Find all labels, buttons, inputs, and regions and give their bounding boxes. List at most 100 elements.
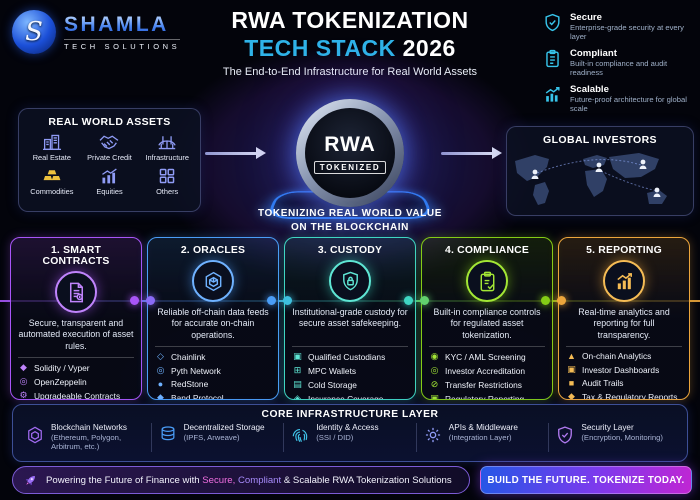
list-item: ◈Insurance Coverage: [292, 393, 408, 400]
gold-bars-icon: [42, 167, 62, 185]
list-item-label: RedStone: [171, 379, 209, 389]
feature-desc: Future-proof architecture for global sca…: [570, 94, 687, 114]
list-item-label: Band Protocol: [171, 392, 224, 400]
list-item: ◇Chainlink: [155, 351, 271, 362]
list-item-label: Pyth Network: [171, 365, 221, 376]
transfer-restrictions-icon: ⊘: [430, 379, 439, 389]
divider: [429, 346, 545, 347]
column-title: 5. REPORTING: [586, 245, 662, 256]
list-item: ◉KYC / AML Screening: [429, 351, 545, 362]
flow-caption: TOKENIZING REAL WORLD VALUE ON THE BLOCK…: [175, 207, 525, 234]
cta-button[interactable]: BUILD THE FUTURE. TOKENIZE TODAY.: [480, 466, 692, 494]
list-item-label: Cold Storage: [308, 379, 357, 390]
connector-dot: [557, 296, 566, 305]
tagline-suffix: & Scalable RWA Tokenization Solutions: [281, 474, 452, 486]
infra-sublabel: (Ethereum, Polygon, Arbitrum, etc.): [51, 433, 122, 452]
list-item-label: Solidity / Vyper: [34, 362, 90, 373]
upgradeable-contracts-icon: ⚙: [19, 390, 28, 400]
infra-label: APIs & Middleware: [448, 423, 518, 432]
logo-subtitle: TECH SOLUTIONS: [64, 39, 181, 51]
flow-arrow-icon: [205, 147, 266, 159]
solidity-vyper-icon: ◆: [20, 362, 27, 372]
fingerprint-icon: [290, 425, 310, 445]
list-item-label: Investor Dashboards: [582, 364, 660, 375]
connector-dot: [130, 296, 139, 305]
title-year: 2026: [395, 35, 456, 61]
feature-compliant: Compliant Built-in compliance and audit …: [543, 48, 695, 78]
kyc-aml-screening-icon: ◉: [430, 351, 439, 361]
redstone-icon: ●: [157, 379, 164, 389]
logo-monogram: S: [25, 17, 43, 47]
list-item: ● RedStone: [155, 379, 271, 389]
band-protocol-icon: ◆: [157, 392, 164, 400]
infra-sublabel: (IPFS, Arweave): [183, 433, 240, 443]
column-description: Reliable off-chain data feeds for accura…: [157, 307, 269, 340]
pyth-network-icon: ◎: [156, 365, 165, 375]
list-item-label: MPC Wallets: [308, 365, 357, 376]
asset-others: Others: [138, 167, 196, 196]
column-reporting: 5. REPORTING Real-time analytics and rep…: [558, 237, 690, 400]
clipboard-check-icon: [466, 260, 508, 302]
connector-dot: [267, 296, 276, 305]
investor-accreditation-icon: ◎: [430, 365, 439, 375]
column-description: Real-time analytics and reporting for fu…: [578, 307, 670, 340]
column-title: 1. SMART CONTRACTS: [42, 245, 110, 267]
analytics-chart-icon: [603, 260, 645, 302]
list-item-label: OpenZeppelin: [34, 376, 87, 387]
title-subtitle: The End-to-End Infrastructure for Real W…: [222, 66, 478, 78]
title-accent: TECH STACK: [244, 35, 396, 61]
list-item-label: Tax & Regulatory Reports: [582, 391, 678, 400]
divider: [566, 346, 682, 347]
tech-stack-columns: 1. SMART CONTRACTS Secure, transparent a…: [0, 237, 700, 400]
asset-infrastructure: Infrastructure: [138, 133, 196, 162]
infrastructure-title: CORE INFRASTRUCTURE LAYER: [261, 409, 439, 420]
tagline-secure: Secure,: [202, 474, 236, 486]
real-world-assets-panel: REAL WORLD ASSETS Real Estate Private Cr…: [18, 108, 201, 212]
shield-lock-icon: [329, 260, 371, 302]
asset-private-credit: Private Credit: [81, 133, 139, 162]
header-features: Secure Enterprise-grade security at ever…: [543, 12, 695, 120]
asset-label: Equities: [96, 187, 123, 196]
caption-line1: TOKENIZING REAL WORLD VALUE: [258, 208, 442, 219]
title-line1: RWA TOKENIZATION: [231, 7, 469, 33]
qualified-custodians-icon: ▣: [293, 351, 302, 361]
divider: [155, 346, 271, 347]
list-item: ◆ Solidity / Vyper: [18, 362, 134, 373]
list-item: ◆ Band Protocol: [155, 392, 271, 400]
infra-sublabel: (SSI / DID): [316, 433, 354, 443]
column-description: Secure, transparent and automated execut…: [18, 318, 134, 351]
bridge-icon: [157, 133, 177, 151]
database-icon: [158, 425, 178, 445]
panel-title: GLOBAL INVESTORS: [543, 134, 657, 146]
list-item-label: Chainlink: [171, 351, 206, 362]
coin-face: RWA TOKENIZED: [305, 108, 395, 198]
openzeppelin-icon: ◎: [19, 376, 28, 386]
gear-icon: [423, 425, 443, 445]
list-item: ⊘Transfer Restrictions: [429, 379, 545, 390]
infra-apis-middleware: APIs & Middleware(Integration Layer): [415, 423, 549, 452]
handshake-icon: [99, 133, 119, 151]
asset-label: Others: [156, 187, 179, 196]
core-infrastructure-panel: CORE INFRASTRUCTURE LAYER Blockchain Net…: [12, 404, 688, 462]
shield-check-icon: [543, 13, 562, 32]
column-title: 4. COMPLIANCE: [444, 245, 529, 256]
coin-label: RWA: [324, 132, 376, 156]
logo-name: SHAMLA: [64, 13, 180, 37]
asset-label: Real Estate: [32, 153, 71, 162]
infra-label: Decentralized Storage: [183, 423, 265, 432]
asset-label: Private Credit: [87, 153, 132, 162]
tax-regulatory-reports-icon: ◆: [568, 391, 575, 400]
infra-blockchain-networks: Blockchain Networks(Ethereum, Polygon, A…: [19, 423, 151, 452]
world-map-icon: [515, 153, 667, 205]
list-item: ◎ Pyth Network: [155, 365, 271, 376]
connector-dot: [146, 296, 155, 305]
title-line2: TECH STACK 2026: [175, 35, 525, 62]
list-item-label: Insurance Coverage: [308, 393, 384, 400]
audit-trails-icon: ■: [568, 378, 575, 388]
growth-chart-icon: [543, 85, 562, 104]
list-item-label: Regulatory Reporting: [445, 393, 525, 400]
smart-contract-document-icon: [55, 271, 97, 313]
feature-scalable: Scalable Future-proof architecture for g…: [543, 84, 695, 114]
column-description: Institutional-grade custody for secure a…: [292, 307, 408, 329]
rocket-icon: [23, 473, 38, 488]
